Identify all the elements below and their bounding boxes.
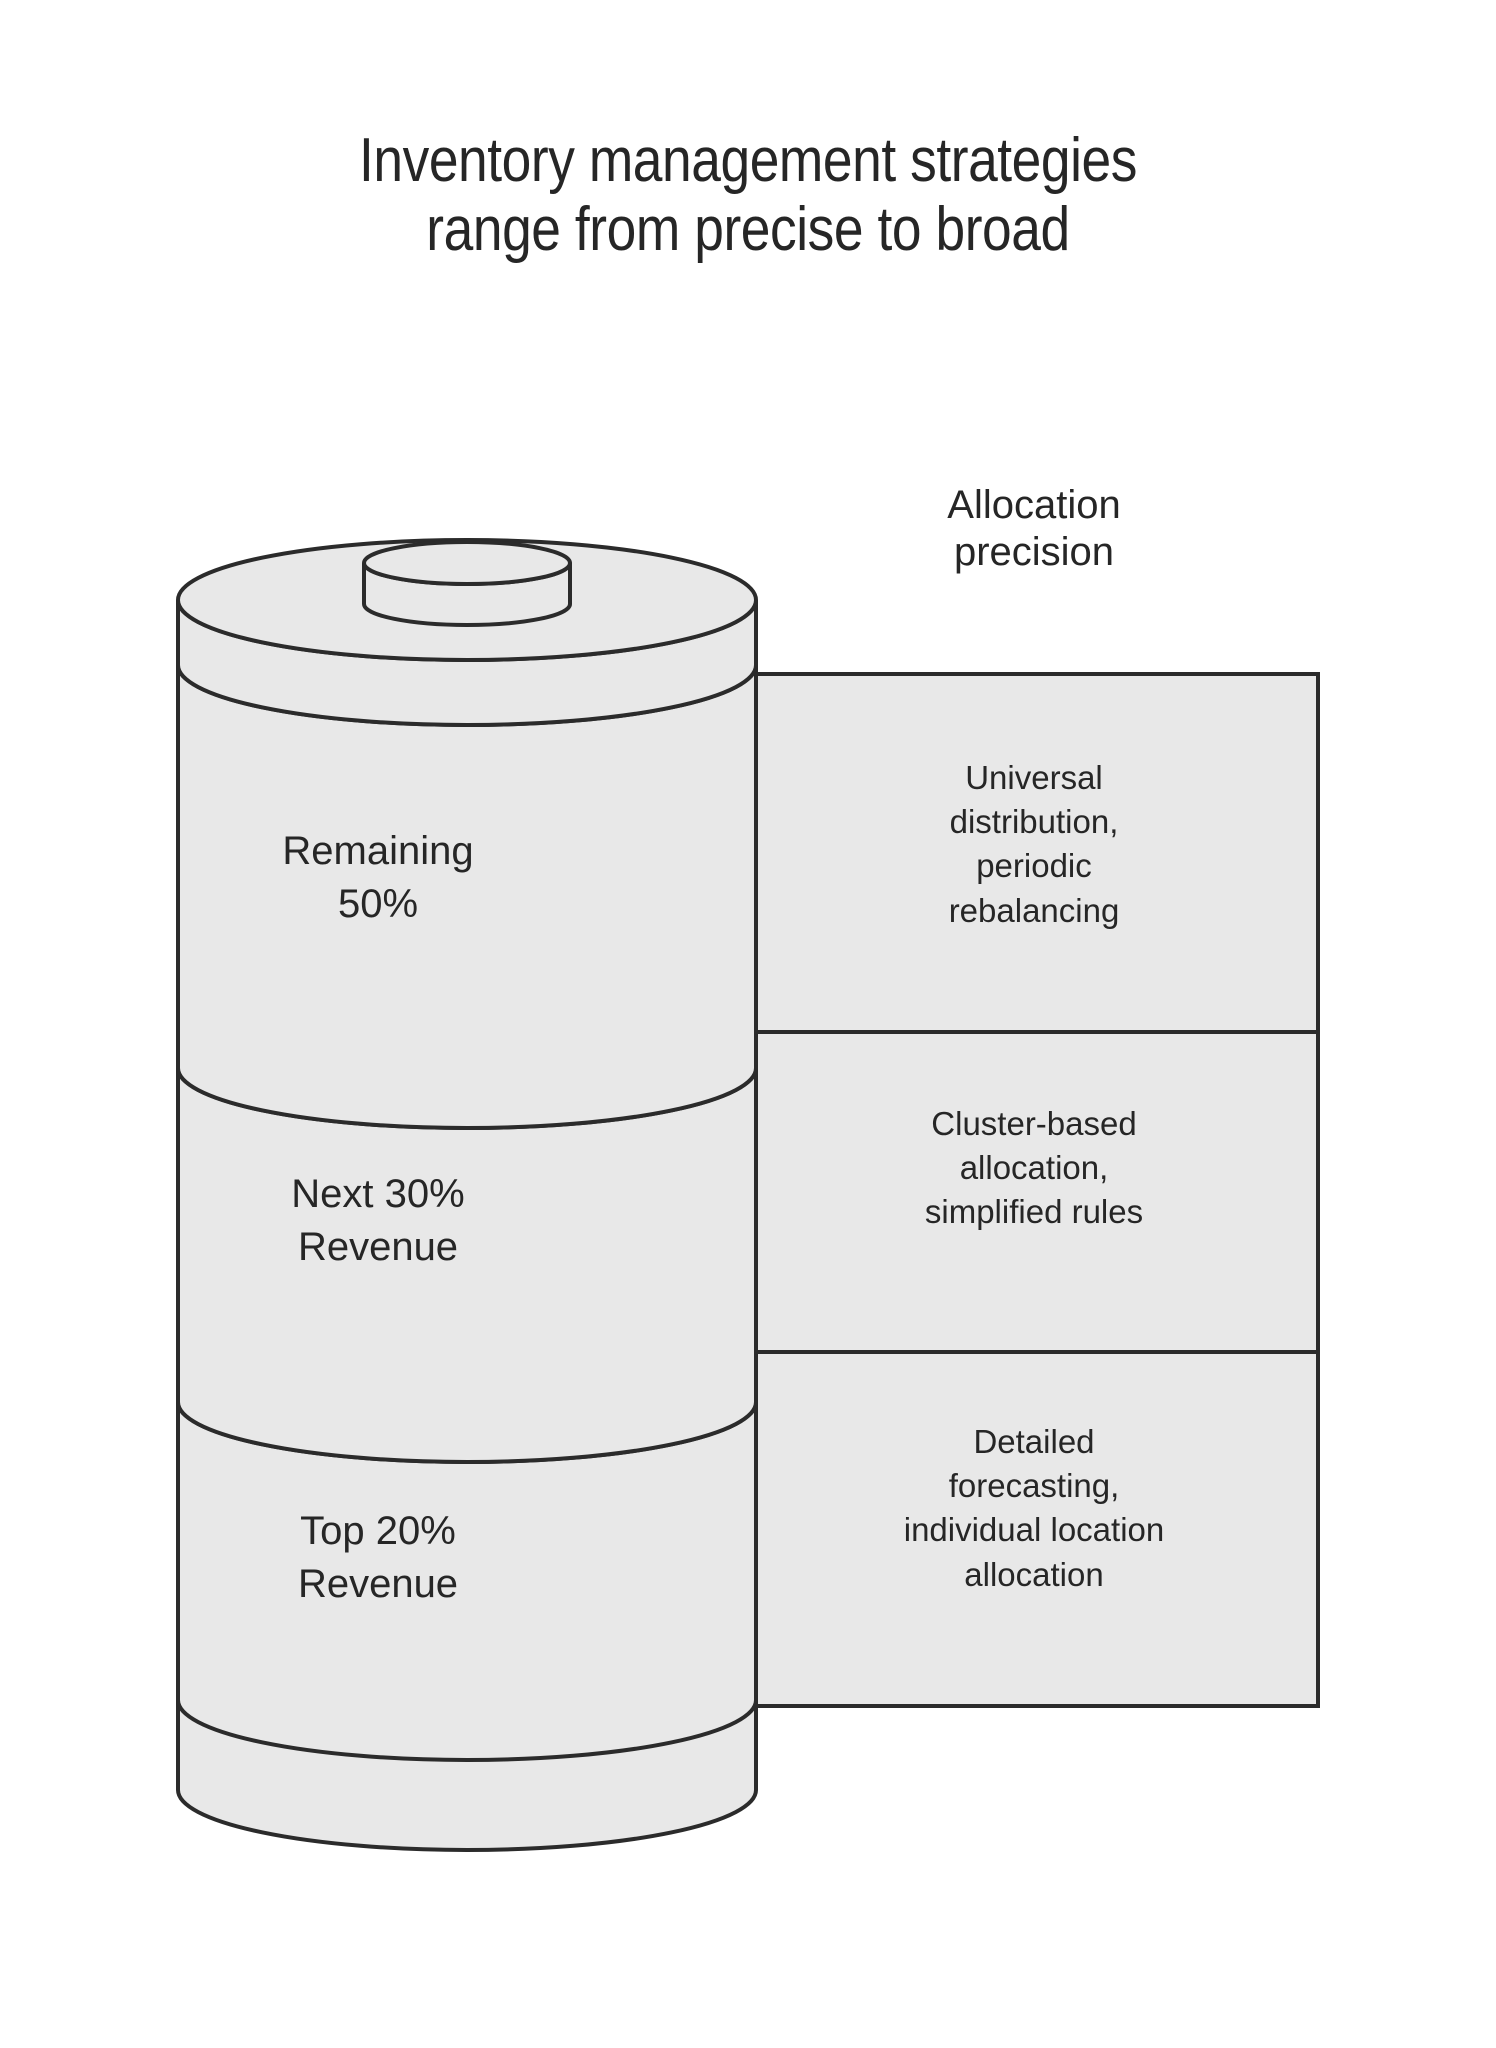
cylinder-label-remaining50-line-2: 50% — [337, 881, 419, 926]
page-title-line-1: Inventory management strategies — [358, 126, 1138, 195]
precision-box-group — [746, 672, 1320, 1708]
precision-box-3-line-1: Detailed — [973, 1423, 1095, 1460]
precision-box-2-line-1: Cluster-based — [931, 1105, 1137, 1142]
precision-box-1-line-2: distribution, — [949, 803, 1119, 841]
allocation-precision-header-line-2: precision — [953, 530, 1115, 575]
cylinder-label-next30: Next 30% Revenue — [118, 1168, 638, 1274]
precision-box-2-line-2: allocation, — [959, 1149, 1109, 1187]
precision-box-2-text: Cluster-based allocation, simplified rul… — [748, 1102, 1320, 1235]
allocation-precision-header-line-1: Allocation — [947, 483, 1121, 527]
precision-box-2-line-3: simplified rules — [924, 1193, 1144, 1231]
cylinder-label-top20-line-2: Revenue — [297, 1561, 459, 1606]
allocation-precision-header: Allocation precision — [748, 482, 1320, 576]
precision-box-2[interactable] — [746, 1030, 1320, 1354]
precision-box-3-line-2: forecasting, — [948, 1467, 1120, 1505]
precision-box-3[interactable] — [746, 1350, 1320, 1708]
precision-box-3-line-4: allocation — [964, 1555, 1104, 1593]
cylinder-label-next30-line-1: Next 30% — [291, 1172, 465, 1216]
cylinder-label-remaining50: Remaining 50% — [118, 825, 638, 931]
cylinder-label-next30-line-2: Revenue — [297, 1224, 459, 1269]
page-title-line-2: range from precise to broad — [426, 195, 1070, 265]
cylinder-label-top20-line-1: Top 20% — [300, 1509, 456, 1553]
cylinder-group — [176, 538, 758, 1852]
precision-box-3-text: Detailed forecasting, individual locatio… — [748, 1420, 1320, 1597]
cylinder-label-remaining50-line-1: Remaining — [282, 829, 474, 873]
page-title: Inventory management strategies range fr… — [105, 126, 1392, 265]
precision-box-1[interactable] — [746, 672, 1320, 1034]
precision-box-1-line-1: Universal — [965, 759, 1103, 796]
precision-box-1-line-3: periodic — [976, 847, 1092, 885]
cylinder-label-top20: Top 20% Revenue — [118, 1505, 638, 1611]
precision-box-3-line-3: individual location — [903, 1511, 1165, 1549]
cylinder-knob-top — [362, 540, 572, 586]
precision-box-1-line-4: rebalancing — [948, 891, 1120, 929]
precision-box-1-text: Universal distribution, periodic rebalan… — [748, 756, 1320, 933]
